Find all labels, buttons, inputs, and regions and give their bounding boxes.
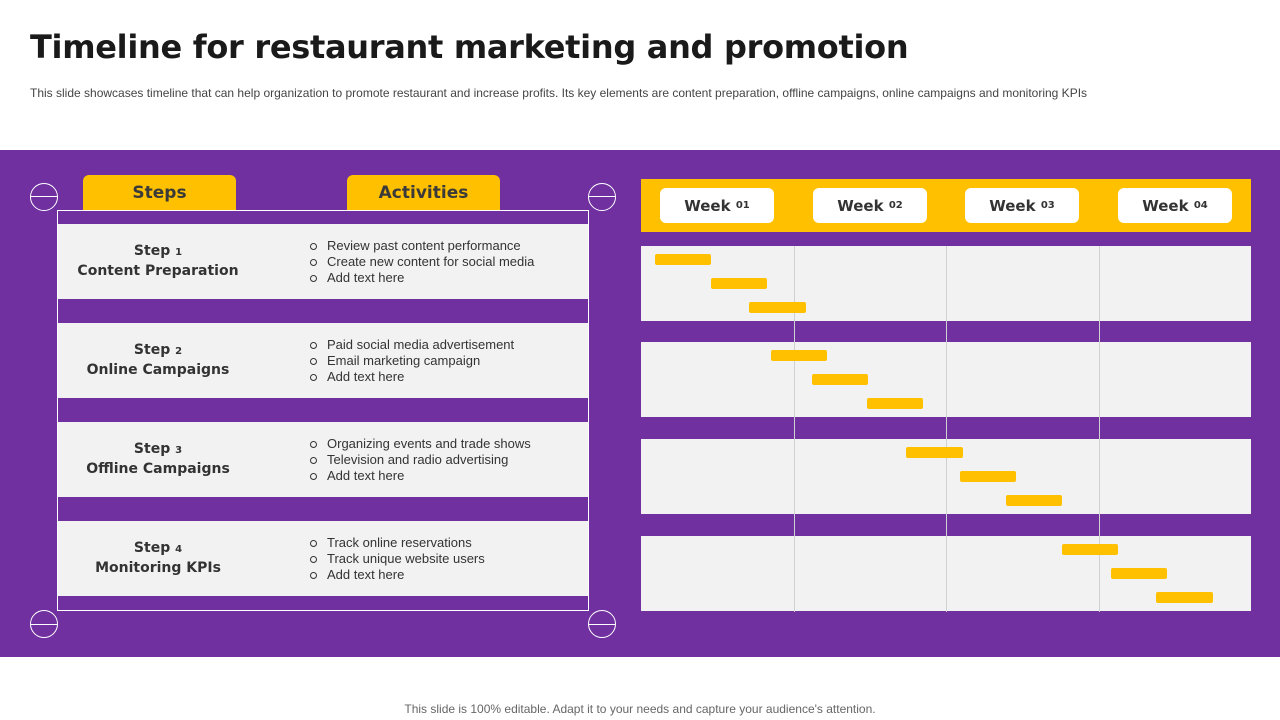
step-name-3: Step 3 Offline Campaigns (58, 422, 258, 497)
gantt-task-bar (711, 278, 768, 289)
activity-list-3: Organizing events and trade shows Televi… (309, 436, 531, 484)
step-title-2: Online Campaigns (86, 362, 230, 378)
frame-bottom-line (57, 610, 589, 611)
activity-item: Organizing events and trade shows (309, 436, 531, 452)
step-label-2: Step (133, 342, 171, 358)
step-label-4: Step (133, 540, 171, 556)
step-title-1: Content Preparation (77, 263, 239, 279)
step-number-3: 3 (175, 445, 183, 456)
gantt-task-bar (866, 398, 924, 409)
gantt-task-bar (654, 254, 712, 265)
gantt-task-bar (959, 471, 1017, 482)
corner-circle-top-left (30, 183, 58, 211)
step-name-2: Step 2 Online Campaigns (58, 323, 258, 398)
week-grid-line (794, 246, 795, 612)
corner-circle-top-right (588, 183, 616, 211)
step-label-1: Step (133, 243, 171, 259)
activity-list-4: Track online reservations Track unique w… (309, 535, 485, 583)
gantt-task-bar (1005, 495, 1062, 506)
step-row-3: Step 3 Offline Campaigns Organizing even… (58, 422, 588, 497)
gantt-task-bar (811, 374, 869, 385)
week-grid-line (946, 246, 947, 612)
week-label-2: Week 02 (813, 188, 927, 223)
week-grid-line (1099, 246, 1100, 612)
activity-item: Track online reservations (309, 535, 485, 551)
step-row-2: Step 2 Online Campaigns Paid social medi… (58, 323, 588, 398)
step-title-3: Offline Campaigns (86, 461, 230, 477)
week-label-4: Week 04 (1118, 188, 1232, 223)
steps-header: Steps (83, 175, 236, 210)
step-row-4: Step 4 Monitoring KPIs Track online rese… (58, 521, 588, 596)
page-subtitle: This slide showcases timeline that can h… (30, 86, 1088, 100)
gantt-task-bar (770, 350, 827, 361)
activities-header: Activities (347, 175, 500, 210)
step-name-1: Step 1 Content Preparation (58, 224, 258, 299)
step-number-1: 1 (175, 247, 183, 258)
page-title: Timeline for restaurant marketing and pr… (30, 28, 909, 66)
step-row-1: Step 1 Content Preparation Review past c… (58, 224, 588, 299)
step-number-4: 4 (175, 544, 183, 555)
activity-item: Add text here (309, 468, 531, 484)
gantt-task-bar (1110, 568, 1168, 579)
gantt-task-bar (1156, 592, 1213, 603)
activity-list-2: Paid social media advertisement Email ma… (309, 337, 514, 385)
corner-circle-bottom-right (588, 610, 616, 638)
frame-left-line (57, 210, 58, 611)
activity-item: Add text here (309, 270, 534, 286)
activity-item: Add text here (309, 369, 514, 385)
activity-item: Paid social media advertisement (309, 337, 514, 353)
gantt-task-bar (906, 447, 963, 458)
frame-top-line (57, 210, 589, 211)
activity-item: Television and radio advertising (309, 452, 531, 468)
activity-item: Track unique website users (309, 551, 485, 567)
step-label-3: Step (133, 441, 171, 457)
corner-circle-bottom-left (30, 610, 58, 638)
activity-item: Create new content for social media (309, 254, 534, 270)
footer-note: This slide is 100% editable. Adapt it to… (404, 702, 876, 716)
step-name-4: Step 4 Monitoring KPIs (58, 521, 258, 596)
week-label-1: Week 01 (660, 188, 774, 223)
step-number-2: 2 (175, 346, 183, 357)
activity-item: Email marketing campaign (309, 353, 514, 369)
activity-item: Review past content performance (309, 238, 534, 254)
gantt-task-bar (1061, 544, 1119, 555)
frame-right-line (588, 210, 589, 611)
activity-item: Add text here (309, 567, 485, 583)
week-label-3: Week 03 (965, 188, 1079, 223)
step-title-4: Monitoring KPIs (95, 560, 221, 576)
gantt-task-bar (749, 302, 806, 313)
activity-list-1: Review past content performance Create n… (309, 238, 534, 286)
